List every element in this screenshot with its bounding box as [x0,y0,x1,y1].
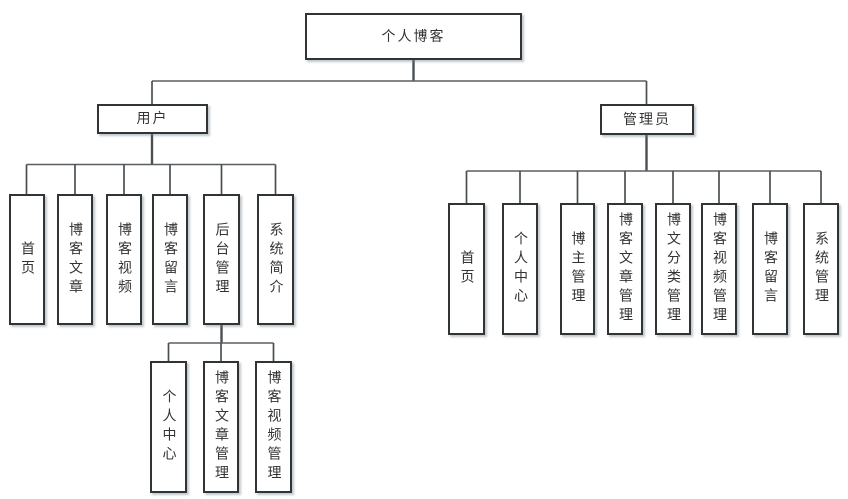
node-admin-blog-messages: 博客留言 [752,203,788,335]
node-user-blog-messages: 博客留言 [152,194,188,325]
node-label: 博客文章 [67,221,83,298]
node-label: 首页 [458,250,475,288]
node-label: 博客留言 [162,221,178,298]
node-label: 博客文章管理 [617,212,633,326]
node-label: 博客视频管理 [711,212,727,326]
node-label: 用户 [136,111,169,127]
node-label: 系统简介 [267,221,284,298]
node-backend-personal-center: 个人中心 [150,361,187,493]
node-label: 后台管理 [213,221,230,298]
node-backend-video-management: 博客视频管理 [255,361,292,493]
node-backend-article-management: 博客文章管理 [203,361,239,493]
node-label: 博主管理 [569,231,586,307]
node-admin-article-management: 博客文章管理 [607,203,643,335]
node-user-system-intro: 系统简介 [257,194,294,325]
node-admin-category-management: 博文分类管理 [655,203,691,335]
node-root-personal-blog: 个人博客 [305,13,522,60]
node-label: 博客文章管理 [213,370,229,484]
node-user-blog-articles: 博客文章 [57,194,93,325]
node-admin-video-management: 博客视频管理 [701,203,737,335]
node-label: 首页 [19,240,35,279]
node-label: 管理员 [623,111,671,128]
node-user-home: 首页 [9,194,45,325]
node-admin-system-management: 系统管理 [803,203,839,335]
node-user-blog-videos: 博客视频 [106,194,142,325]
node-admin-branch: 管理员 [600,104,694,135]
node-label: 系统管理 [813,231,829,307]
node-admin-personal-center: 个人中心 [502,203,538,335]
node-admin-home: 首页 [448,203,485,335]
node-admin-blogger-management: 博主管理 [560,203,595,335]
node-user-branch: 用户 [97,104,208,134]
node-label: 个人中心 [512,231,528,307]
node-label: 博客视频管理 [265,370,282,484]
node-label: 博文分类管理 [665,212,681,326]
node-label: 个人中心 [160,389,177,465]
node-user-backend-management: 后台管理 [203,194,240,325]
node-label: 博客视频 [116,221,132,298]
node-label: 博客留言 [762,231,778,307]
node-label: 个人博客 [381,28,446,45]
